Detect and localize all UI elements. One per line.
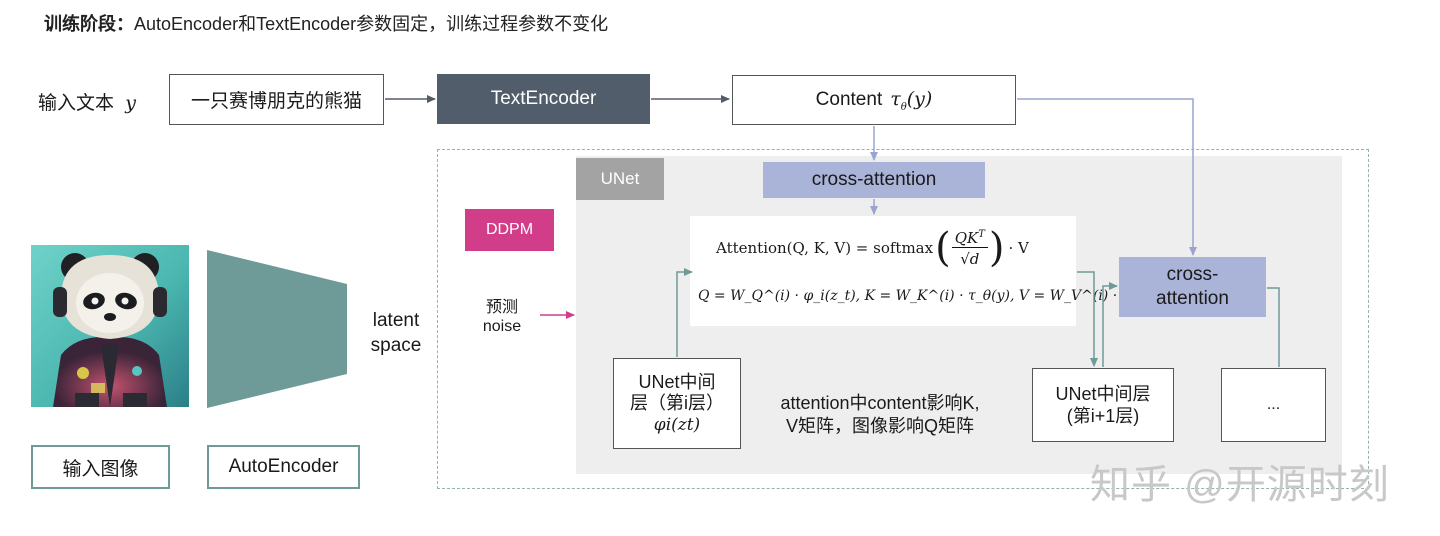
unet-mid-i1-line1: UNet中间层 (1055, 383, 1151, 404)
cross-attention-right-line1: cross- (1166, 264, 1219, 286)
input-image-label: 输入图像 (31, 445, 170, 489)
unet-mid-i-line2: 层（第i层） (630, 393, 724, 414)
attention-note-line2: V矩阵，图像影响Q矩阵 (785, 415, 974, 436)
attention-formula-tail: · V (1008, 239, 1029, 257)
heading-rest: AutoEncoder和TextEncoder参数固定，训练过程参数不变化 (134, 14, 609, 34)
unet-mid-i1-line2: (第i+1层) (1066, 406, 1140, 426)
autoencoder-label: AutoEncoder (207, 445, 360, 489)
predict-noise-line1: 预测 (485, 299, 518, 316)
latent-space-label: latent space (366, 309, 426, 358)
input-text-label-text: 输入文本 (38, 93, 115, 114)
ellipsis-box: ... (1221, 368, 1326, 442)
ddpm-region (437, 149, 1369, 489)
latent-space-line1: latent (372, 310, 420, 331)
watermark: 知乎 @开源时刻 (1090, 463, 1390, 507)
attention-note-line1: attention中content影响K, (780, 393, 980, 413)
qkv-formula: Q = W_Q^(i) · φ_i(z_t), K = W_K^(i) · τ_… (698, 288, 1164, 304)
cross-attention-top: cross-attention (763, 162, 985, 198)
heading-bold: 训练阶段： (44, 14, 134, 34)
formula-card: Attention(Q, K, V) = softmax ( QKT √d ) … (690, 216, 1164, 326)
ddpm-tag: DDPM (465, 209, 554, 251)
input-text-symbol: y (125, 92, 137, 114)
attention-formula: Attention(Q, K, V) = softmax ( QKT √d ) … (716, 225, 1029, 271)
prompt-box: 一只赛博朋克的熊猫 (169, 74, 384, 125)
autoencoder-shape (207, 250, 347, 408)
unet-mid-i-line1: UNet中间 (638, 371, 716, 392)
attention-fraction: QKT √d (951, 229, 988, 268)
predict-noise-label: 预测 noise (478, 298, 526, 336)
content-box: Content τθ(y) (732, 75, 1016, 125)
attention-formula-lhs: Attention(Q, K, V) = softmax (716, 239, 934, 257)
attention-note: attention中content影响K, V矩阵，图像影响Q矩阵 (760, 392, 1000, 437)
latent-space-line2: space (370, 334, 422, 356)
panda-image (31, 245, 189, 407)
content-label: Content (815, 89, 883, 110)
page-heading: 训练阶段：AutoEncoder和TextEncoder参数固定，训练过程参数不… (44, 10, 608, 36)
cross-attention-right-line2: attention (1156, 288, 1229, 309)
unet-tag: UNet (576, 158, 664, 200)
unet-mid-i-line3: φi(zt) (653, 414, 701, 435)
unet-mid-layer-i1: UNet中间层 (第i+1层) (1032, 368, 1174, 442)
text-encoder-box: TextEncoder (437, 74, 650, 124)
cross-attention-right: cross- attention (1119, 257, 1266, 317)
content-symbol: τθ(y) (890, 87, 933, 113)
input-text-label: 输入文本 y (38, 88, 136, 115)
predict-noise-line2: noise (482, 318, 522, 336)
unet-mid-layer-i: UNet中间 层（第i层） φi(zt) (613, 358, 741, 449)
